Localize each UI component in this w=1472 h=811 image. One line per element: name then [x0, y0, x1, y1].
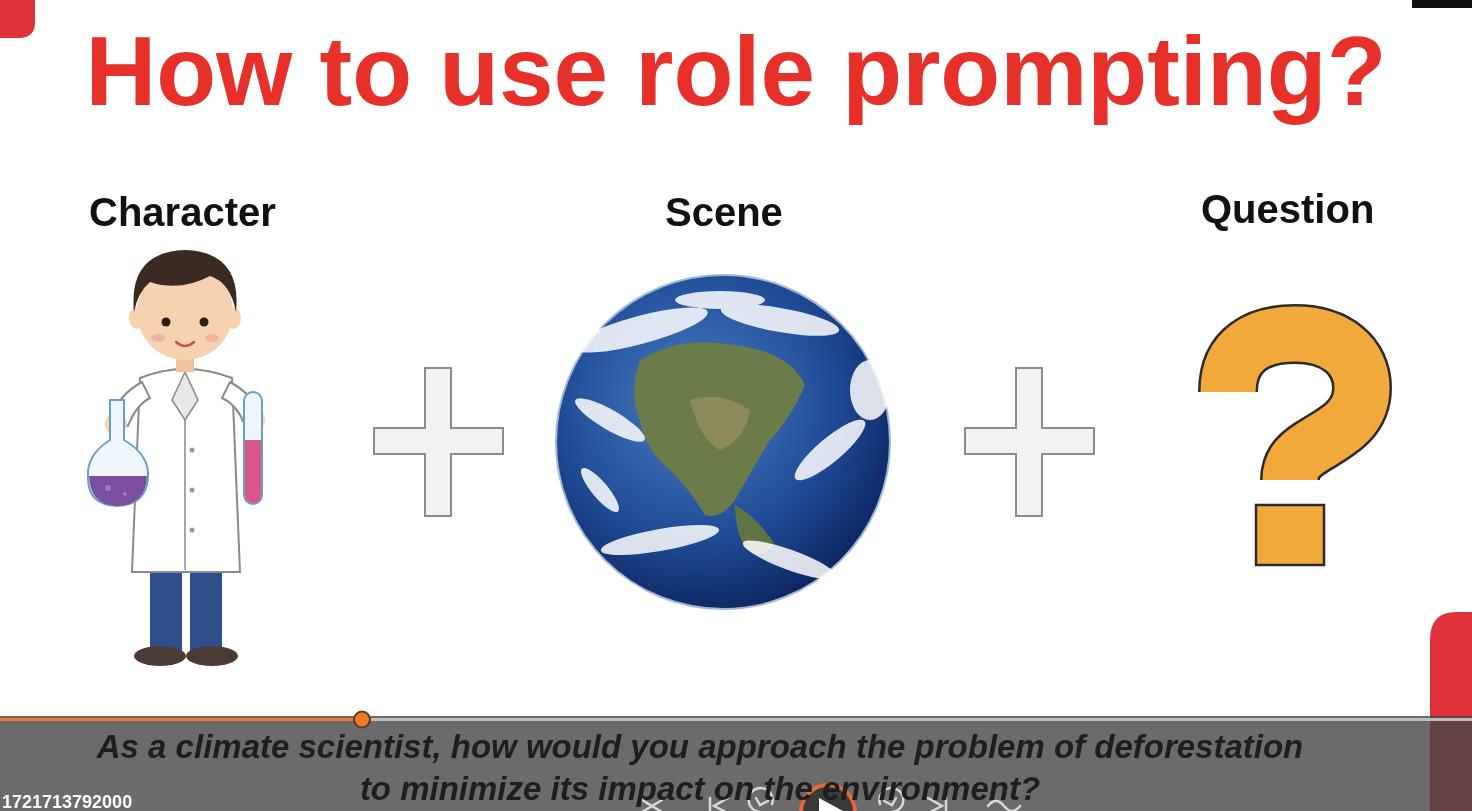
scientist-illustration [88, 250, 265, 666]
section-label: Scene [665, 188, 783, 236]
plus-symbol [374, 368, 503, 516]
timestamp: 1721713792000 [2, 792, 132, 811]
earth-illustration [556, 275, 890, 609]
subtitle-caption: As a climate scientist, how would you ap… [90, 726, 1310, 810]
slide-title: How to use role prompting? [0, 22, 1472, 120]
video-player-bar [0, 712, 1472, 811]
question-mark-symbol [1228, 334, 1362, 565]
section-label: Character [89, 188, 276, 236]
corner-decoration [1412, 0, 1472, 8]
plus-symbol [965, 368, 1094, 516]
section-label: Question [1201, 185, 1374, 233]
corner-decoration [0, 0, 35, 38]
